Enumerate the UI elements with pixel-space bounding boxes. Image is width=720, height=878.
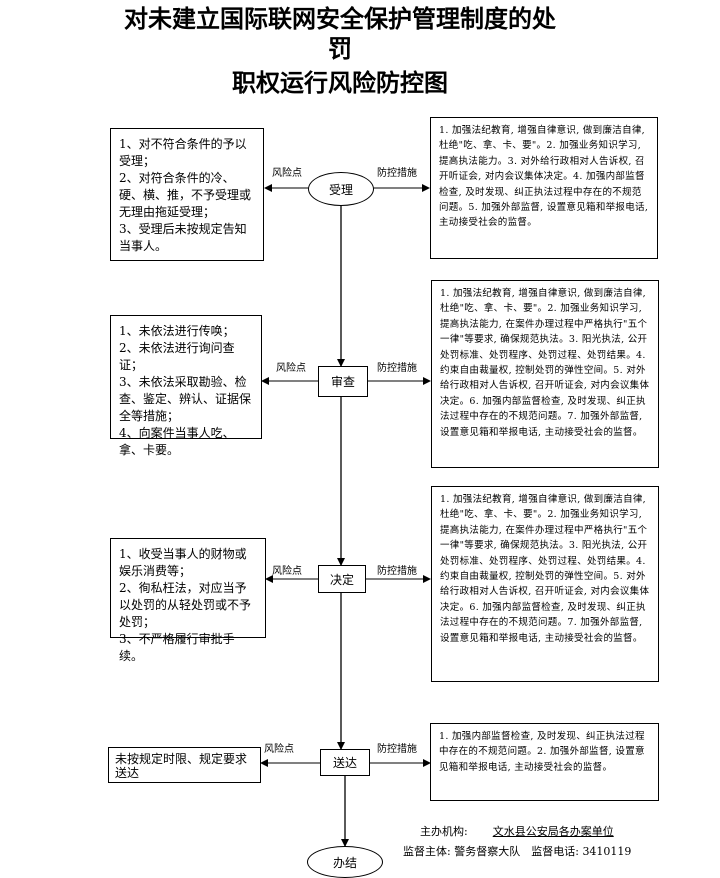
host-label: 主办机构: — [420, 825, 468, 838]
risk-item: 2、徇私枉法，对应当予以处罚的从轻处罚或不予处罚； — [119, 581, 252, 629]
host-org: 主办机构: 文水县公安局各办案单位 — [420, 825, 614, 839]
risk-label: 风险点 — [276, 363, 306, 374]
supervision-info: 监督主体: 警务督察大队 监督电话: 3410119 — [403, 845, 631, 859]
phone-value: 3410119 — [582, 845, 632, 858]
risk-box-decision: 1、收受当事人的财物或娱乐消费等； 2、徇私枉法，对应当予以处罚的从轻处罚或不予… — [110, 538, 266, 663]
phone-label: 监督电话: — [531, 845, 579, 858]
measures-box-delivery: 1. 加强内部监督检查, 及时发现、纠正执法过程中存在的不规范问题。2. 加强外… — [430, 723, 659, 801]
title-line-2: 罚 — [328, 35, 352, 63]
risk-item: 1、收受当事人的财物或娱乐消费等； — [119, 547, 247, 578]
control-label: 防控措施 — [377, 168, 417, 179]
stage-review: 审查 — [318, 366, 368, 397]
stage-complete: 办结 — [307, 846, 383, 878]
title-line-1: 对未建立国际联网安全保护管理制度的处 — [124, 5, 556, 33]
risk-box-accept: 1、对不符合条件的予以受理； 2、对符合条件的冷、硬、横、推，不予受理或无理由拖… — [110, 128, 264, 261]
measures-box-review: 1. 加强法纪教育, 增强自律意识, 做到廉洁自律, 杜绝"吃、拿、卡、要"。2… — [431, 280, 659, 468]
stage-accept: 受理 — [308, 172, 374, 206]
control-label: 防控措施 — [377, 566, 417, 577]
supervisor-label: 监督主体: — [403, 845, 451, 858]
control-label: 防控措施 — [377, 363, 417, 374]
risk-item: 2、未依法进行询问查证； — [119, 341, 235, 372]
stage-decision: 决定 — [318, 565, 366, 593]
risk-box-review: 1、未依法进行传唤； 2、未依法进行询问查证； 3、未依法采取勘验、检查、鉴定、… — [110, 315, 262, 457]
risk-item: 1、对不符合条件的予以受理； — [119, 137, 247, 168]
risk-item: 4、向案件当事人吃、拿、卡要。 — [119, 426, 235, 457]
stage-delivery: 送达 — [320, 749, 370, 776]
risk-item: 3、不严格履行审批手续。 — [119, 632, 235, 663]
risk-box-delivery: 未按规定时限、规定要求送达 — [108, 747, 261, 783]
risk-item: 3、未依法采取勘验、检查、鉴定、辨认、证据保全等措施； — [119, 375, 252, 423]
risk-item: 1、未依法进行传唤； — [119, 324, 235, 338]
risk-label: 风险点 — [272, 168, 302, 179]
risk-item: 3、受理后未按规定告知当事人。 — [119, 222, 247, 253]
risk-item: 2、对符合条件的冷、硬、横、推，不予受理或无理由拖延受理； — [119, 171, 252, 219]
measures-box-accept: 1. 加强法纪教育, 增强自律意识, 做到廉洁自律, 杜绝"吃、拿、卡、要"。2… — [430, 117, 658, 259]
title-line-3: 职权运行风险防控图 — [232, 69, 448, 97]
risk-label: 风险点 — [272, 566, 302, 577]
risk-item: 未按规定时限、规定要求送达 — [115, 752, 248, 780]
supervisor-value: 警务督察大队 — [454, 845, 521, 858]
host-value: 文水县公安局各办案单位 — [492, 825, 614, 838]
risk-label: 风险点 — [264, 744, 294, 755]
control-label: 防控措施 — [377, 744, 417, 755]
measures-box-decision: 1. 加强法纪教育, 增强自律意识, 做到廉洁自律, 杜绝"吃、拿、卡、要"。2… — [431, 486, 659, 682]
